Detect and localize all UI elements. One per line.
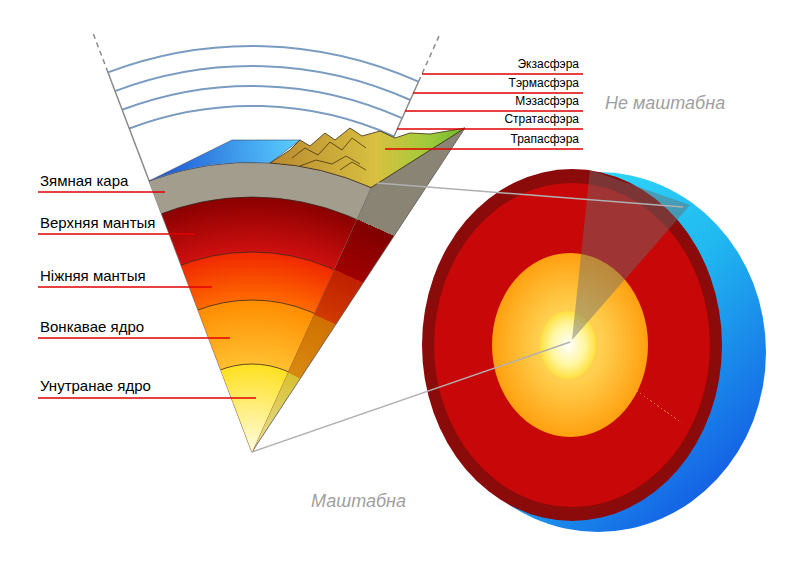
- layer-label: Ніжняя мантыя: [40, 267, 146, 285]
- sphere-lower-mantle: [444, 195, 700, 495]
- layer-label: Экзасфэра: [517, 57, 579, 71]
- layer-label: Тэрмасфэра: [509, 76, 579, 90]
- layer-label: Зямная кара: [40, 172, 128, 190]
- land-surface: [270, 128, 465, 188]
- zoom-lines: [252, 183, 683, 452]
- layer-label: Мэзасфэра: [515, 94, 579, 108]
- mountain-ridges: [292, 138, 366, 170]
- scale-note: Не маштабна: [605, 92, 725, 114]
- sphere-crust: [422, 169, 722, 521]
- sphere-outer-core: [492, 253, 648, 437]
- layer-label: Унутранае ядро: [40, 377, 151, 395]
- scale-note: Маштабна: [311, 490, 406, 512]
- layer-label: Верхняя мантыя: [40, 214, 155, 232]
- atmosphere-arcs: [108, 46, 419, 136]
- layer-label: Вонкавае ядро: [40, 318, 144, 336]
- layer-label: Трапасфэра: [510, 132, 579, 146]
- layer-label: Стратасфэра: [504, 112, 579, 126]
- sphere-cutaway: [572, 170, 690, 340]
- sphere-upper-mantle: [434, 183, 710, 507]
